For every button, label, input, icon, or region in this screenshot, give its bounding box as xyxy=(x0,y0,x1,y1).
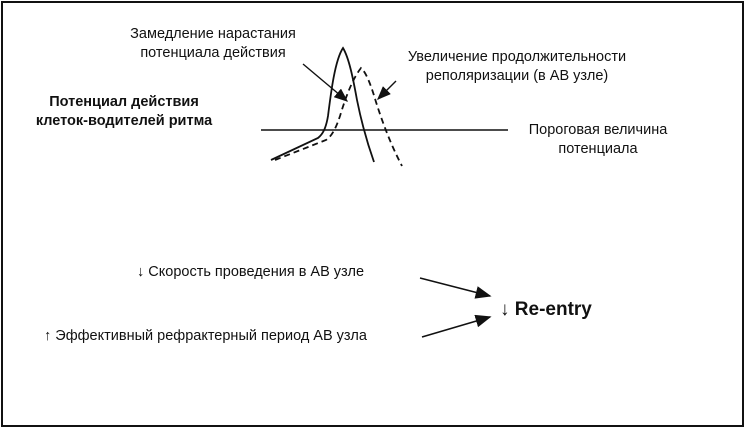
pacemaker-label-line1: Потенциал действия xyxy=(49,94,199,110)
threshold-label-line2: потенциала xyxy=(558,141,638,157)
action-potential-normal-curve xyxy=(270,46,375,163)
refractory-to-reentry-arrow xyxy=(421,314,492,338)
threshold-label-line1: Пороговая величина xyxy=(528,122,668,138)
repolarization-label-line1: Увеличение продолжительности xyxy=(407,49,627,65)
slowing-rise-label-line1: Замедление нарастания xyxy=(130,26,296,42)
reentry-label: ↓ Re-entry xyxy=(500,299,592,320)
pacemaker-potential-label: Потенциал действия клеток-водителей ритм… xyxy=(8,93,240,131)
conduction-speed-label: ↓ Скорость проведения в АВ узле xyxy=(137,264,365,280)
pacemaker-label-line2: клеток-водителей ритма xyxy=(35,113,213,129)
action-potential-slowed-curve xyxy=(274,66,403,167)
conduction-to-reentry-arrow xyxy=(419,277,492,299)
repolarization-label: Увеличение продолжительности реполяризац… xyxy=(386,48,648,86)
refractory-period-label: ↑ Эффективный рефрактерный период АВ узл… xyxy=(44,328,367,344)
slowing-rise-label: Замедление нарастания потенциала действи… xyxy=(118,25,308,63)
slowing-rise-pointer xyxy=(302,63,349,102)
repolarization-label-line2: реполяризации (в АВ узле) xyxy=(425,68,609,84)
threshold-potential-label: Пороговая величина потенциала xyxy=(508,121,688,159)
repolarization-pointer xyxy=(377,80,397,100)
slowing-rise-label-line2: потенциала действия xyxy=(140,45,286,61)
